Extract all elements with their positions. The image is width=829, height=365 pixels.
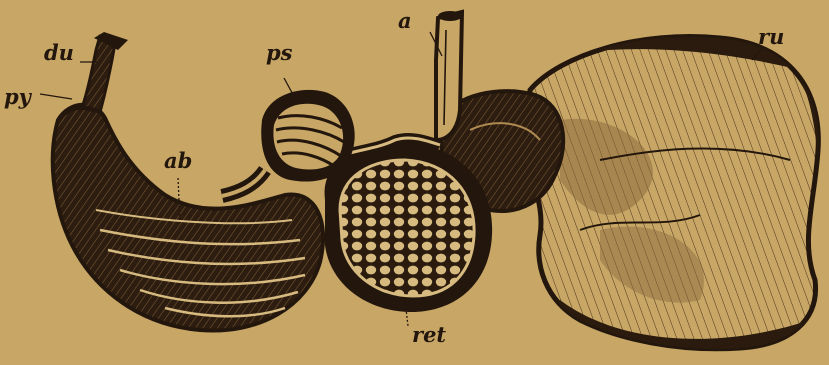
- abomasum-label: ab: [164, 150, 192, 171]
- rumen-shape: [520, 30, 829, 365]
- psalterium-label: ps: [266, 42, 293, 63]
- duodenum-label: du: [44, 42, 74, 63]
- esophagus-label: a: [398, 10, 412, 31]
- reticulum-label: ret: [412, 324, 446, 345]
- esophagus-shape: [436, 11, 462, 140]
- psalterium-shape: [261, 90, 354, 182]
- rumen-label: ru: [758, 26, 784, 47]
- omaso-abomasal-neck: [222, 170, 265, 196]
- pylorus-label: py: [4, 86, 31, 107]
